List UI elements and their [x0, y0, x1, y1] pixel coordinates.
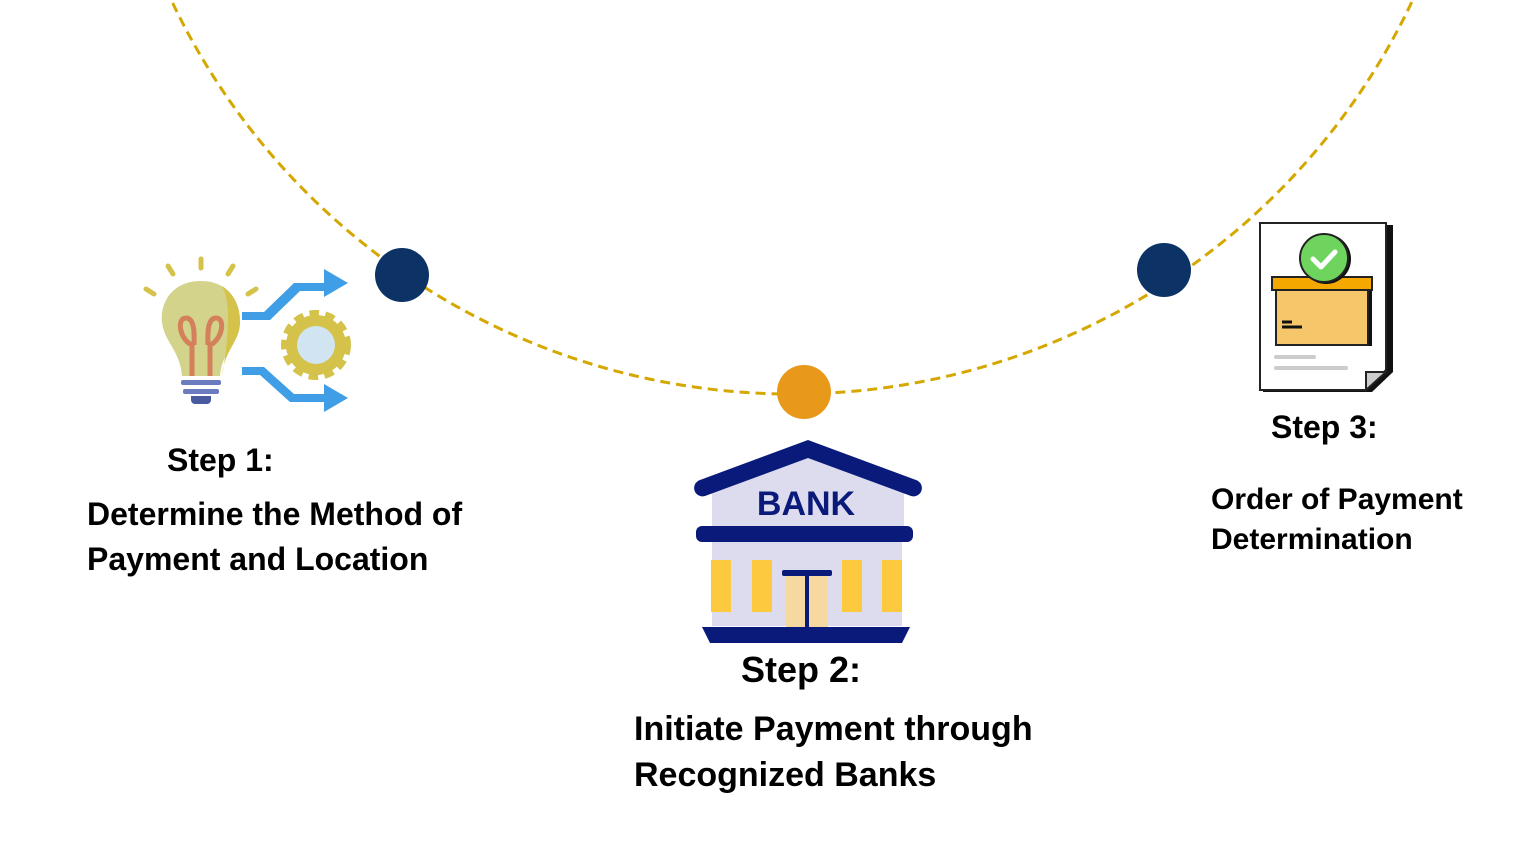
- step-3-line-2: Determination: [1211, 523, 1413, 556]
- step-1-line-2: Payment and Location: [87, 541, 429, 577]
- step-3-node: [1137, 243, 1191, 297]
- step-3-heading: Step 3:: [1271, 409, 1378, 445]
- step-1-heading: Step 1:: [167, 442, 274, 478]
- step-1-description: Determine the Method of Payment and Loca…: [87, 492, 462, 582]
- step-3-line-1: Order of Payment: [1211, 483, 1463, 516]
- bank-icon: BANK: [694, 440, 922, 643]
- lightbulb-gear-arrows-icon: [143, 256, 351, 412]
- step-2-description: Initiate Payment through Recognized Bank…: [634, 706, 1033, 798]
- document-box-check-icon: [1259, 222, 1393, 393]
- step-2-node: [777, 365, 831, 419]
- step-2-line-2: Recognized Banks: [634, 756, 937, 794]
- bank-sign-text: BANK: [757, 485, 856, 523]
- step-3-description: Order of Payment Determination: [1211, 480, 1463, 560]
- step-2-line-1: Initiate Payment through: [634, 710, 1033, 748]
- step-1-node: [375, 248, 429, 302]
- step-2-heading: Step 2:: [741, 649, 862, 690]
- step-1-line-1: Determine the Method of: [87, 496, 463, 532]
